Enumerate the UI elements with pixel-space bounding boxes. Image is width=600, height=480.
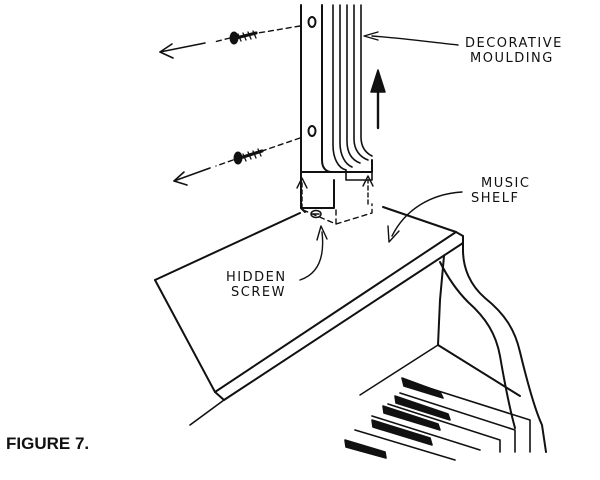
decorative-moulding	[300, 4, 373, 213]
piano-keys	[344, 377, 531, 461]
label-screw: SCREW	[231, 285, 286, 300]
label-hidden: HIDDEN	[226, 270, 287, 285]
leader-music-shelf	[387, 191, 463, 243]
label-music: MUSIC	[481, 176, 531, 191]
leader-decorative-moulding	[363, 31, 459, 46]
figure-caption: FIGURE 7.	[6, 434, 90, 453]
label-shelf: SHELF	[471, 191, 520, 206]
hidden-screw	[310, 209, 322, 219]
piano-side-cheek	[439, 235, 547, 453]
screw-bottom	[215, 137, 301, 167]
alignment-arrows	[296, 175, 374, 209]
pull-arrow-bottom	[173, 167, 211, 186]
label-decorative: DECORATIVE	[465, 36, 563, 51]
screw-top	[213, 25, 301, 45]
label-moulding: MOULDING	[470, 51, 554, 66]
leader-hidden-screw	[299, 225, 328, 281]
music-shelf	[154, 206, 521, 426]
pull-arrow-top	[159, 42, 206, 59]
lift-up-arrow	[370, 69, 386, 130]
